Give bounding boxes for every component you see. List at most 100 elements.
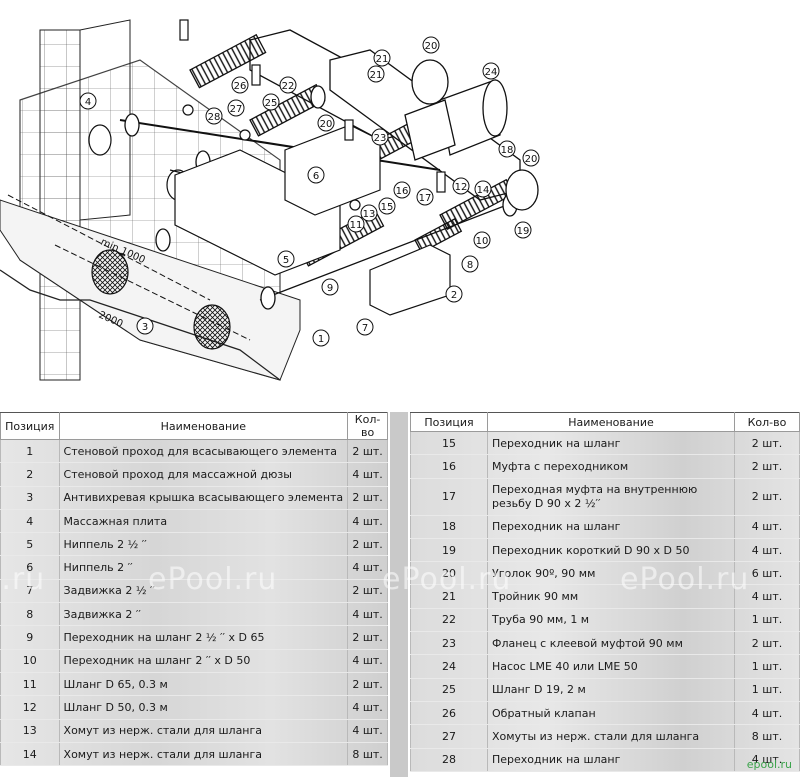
row-qty: 2 шт. — [347, 486, 388, 510]
svg-text:11: 11 — [350, 220, 363, 231]
row-qty: 4 шт. — [347, 719, 388, 743]
callout-9: 9 — [321, 278, 339, 296]
row-qty: 4 шт. — [734, 538, 800, 563]
svg-text:20: 20 — [320, 119, 333, 130]
row-position: 21 — [410, 584, 488, 609]
row-name: Шланг D 50, 0.3 м — [58, 695, 349, 720]
callout-12: 12 — [452, 177, 470, 195]
callout-8: 8 — [461, 255, 479, 273]
callout-20c: 20 — [522, 149, 540, 167]
row-name: Ниппель 2 ½ ′′ — [58, 532, 349, 557]
row-name: Хомуты из нерж. стали для шланга — [487, 724, 735, 749]
callout-13: 13 — [360, 204, 378, 222]
row-name: Стеновой проход для массажной дюзы — [58, 462, 349, 487]
row-qty: 2 шт. — [734, 454, 800, 479]
svg-text:28: 28 — [208, 112, 221, 123]
row-position: 24 — [410, 654, 488, 679]
row-position: 18 — [410, 515, 488, 539]
svg-text:23: 23 — [374, 133, 387, 144]
row-qty: 4 шт. — [734, 584, 800, 609]
row-position: 6 — [0, 555, 60, 580]
callout-24: 24 — [482, 62, 500, 80]
svg-text:14: 14 — [477, 185, 490, 196]
callout-16: 16 — [393, 181, 411, 199]
callout-20b: 20 — [317, 114, 335, 132]
row-position: 1 — [0, 439, 60, 464]
callout-14: 14 — [474, 180, 492, 198]
row-name: Труба 90 мм, 1 м — [487, 608, 735, 633]
row-position: 28 — [410, 748, 488, 772]
row-name: Переходник на шланг 2 ½ ′′ x D 65 — [58, 625, 349, 650]
row-qty: 2 шт. — [347, 672, 388, 697]
row-position: 20 — [410, 561, 488, 586]
callout-28: 28 — [205, 107, 223, 125]
row-qty: 4 шт. — [734, 515, 800, 539]
svg-text:25: 25 — [265, 98, 278, 109]
col-header-qty: Кол-во — [734, 412, 800, 432]
svg-text:19: 19 — [517, 226, 530, 237]
svg-text:16: 16 — [396, 186, 409, 197]
svg-text:6: 6 — [313, 171, 319, 182]
svg-text:20: 20 — [425, 41, 438, 52]
row-name: Уголок 90º, 90 мм — [487, 561, 735, 586]
row-qty: 2 шт. — [347, 579, 388, 604]
collectors — [174, 124, 451, 316]
row-name: Переходная муфта на внутреннюю резьбу D … — [487, 478, 735, 516]
col-header-name: Наименование — [58, 412, 349, 440]
row-name: Антивихревая крышка всасывающего элемент… — [58, 486, 349, 510]
callout-20a: 20 — [422, 36, 440, 54]
callout-1: 1 — [312, 329, 330, 347]
row-qty: 2 шт. — [347, 439, 388, 464]
callout-15: 15 — [378, 197, 396, 215]
callout-26: 26 — [231, 76, 249, 94]
callout-23: 23 — [371, 128, 389, 146]
row-qty: 1 шт. — [734, 608, 800, 633]
row-position: 14 — [0, 742, 60, 767]
row-position: 25 — [410, 678, 488, 702]
row-name: Хомут из нерж. стали для шланга — [58, 719, 349, 743]
row-name: Стеновой проход для всасывающего элемент… — [58, 439, 349, 464]
svg-text:10: 10 — [476, 236, 489, 247]
callout-4: 4 — [79, 92, 97, 110]
callout-11: 11 — [347, 215, 365, 233]
row-qty: 4 шт. — [347, 649, 388, 673]
installation-diagram: min 1000 2000 — [0, 19, 540, 381]
callout-3: 3 — [136, 317, 154, 335]
callout-5: 5 — [277, 250, 295, 268]
row-name: Тройник 90 мм — [487, 584, 735, 609]
svg-text:18: 18 — [501, 145, 514, 156]
row-position: 10 — [0, 649, 60, 673]
row-position: 22 — [410, 608, 488, 633]
callout-6: 6 — [307, 166, 325, 184]
row-position: 8 — [0, 602, 60, 627]
row-name: Шланг D 19, 2 м — [487, 678, 735, 702]
row-name: Переходник короткий D 90 x D 50 — [487, 538, 735, 563]
callout-21a: 21 — [373, 49, 391, 67]
row-name: Массажная плита — [58, 509, 349, 534]
row-name: Задвижка 2 ′′ — [58, 602, 349, 627]
svg-text:1: 1 — [318, 334, 324, 345]
row-name: Ниппель 2 ′′ — [58, 555, 349, 580]
row-name: Переходник на шланг 2 ′′ x D 50 — [58, 649, 349, 673]
callout-25: 25 — [262, 93, 280, 111]
callout-17: 17 — [416, 188, 434, 206]
svg-text:7: 7 — [362, 323, 368, 334]
callout-18: 18 — [498, 140, 516, 158]
row-name: Переходник на шланг — [487, 748, 735, 772]
svg-text:17: 17 — [419, 193, 432, 204]
